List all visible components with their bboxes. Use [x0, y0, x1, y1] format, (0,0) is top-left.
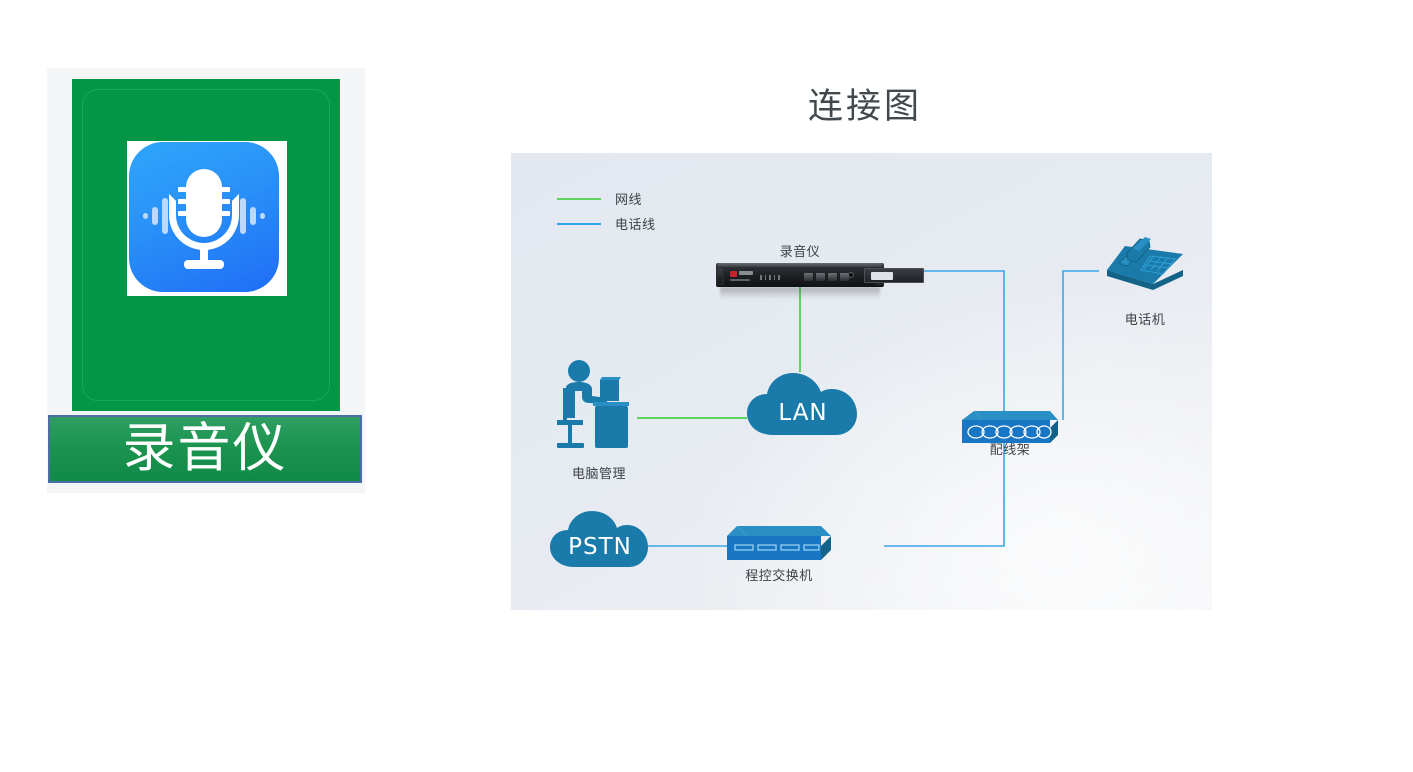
waveform-bar	[143, 213, 148, 219]
waveform-bar	[152, 207, 158, 225]
lan-cloud-icon[interactable]: LAN	[745, 369, 861, 437]
mic-grille-line	[178, 187, 230, 192]
desk-phone-icon[interactable]	[1103, 236, 1187, 298]
patch-panel-icon[interactable]	[960, 409, 1060, 447]
node-label-pbx: 程控交换机	[745, 568, 813, 583]
node-label-telephone: 电话机	[1124, 312, 1166, 327]
pstn-cloud-icon[interactable]: PSTN	[548, 507, 652, 569]
mic-base	[184, 260, 224, 269]
product-name-text: 录音仪	[122, 419, 288, 478]
legend-label-network-cable: 网线	[615, 192, 643, 207]
node-label-pc-admin: 电脑管理	[571, 466, 626, 481]
legend: 网线 电话线	[557, 186, 656, 236]
product-name-banner[interactable]: 录音仪	[48, 415, 362, 483]
person-at-computer-icon[interactable]	[553, 358, 645, 458]
pbx-switch-icon[interactable]	[725, 524, 833, 564]
node-label-patch-panel: 配线架	[989, 442, 1031, 457]
pstn-cloud-label: PSTN	[568, 534, 632, 560]
legend-item-telephone-cable: 电话线	[557, 211, 656, 236]
waveform-bar	[162, 198, 168, 234]
microphone-icon	[129, 142, 279, 292]
product-image-frame	[72, 79, 340, 411]
connection-wires	[637, 270, 1099, 547]
legend-item-network-cable: 网线	[557, 186, 656, 211]
wire-recorder-to-patchpanel	[882, 270, 1005, 420]
legend-swatch-network-cable	[557, 197, 601, 200]
lan-cloud-label: LAN	[778, 400, 828, 426]
legend-label-telephone-cable: 电话线	[615, 217, 656, 232]
diagram-title: 连接图	[807, 87, 922, 127]
connection-diagram-panel: 网线 电话线 录音仪 LAN	[511, 153, 1212, 610]
frame-inner-border	[82, 89, 330, 401]
product-card[interactable]: 录音仪	[47, 68, 365, 493]
waveform-bar	[250, 207, 256, 225]
waveform-bar	[260, 213, 265, 219]
wire-patchpanel-to-pbx	[884, 441, 1005, 547]
rack-recorder-icon[interactable]	[716, 263, 924, 299]
mic-cradle	[169, 194, 239, 250]
legend-swatch-telephone-cable	[557, 222, 601, 225]
wire-telephone-to-patchpanel	[1062, 270, 1099, 420]
node-label-recorder: 录音仪	[779, 244, 821, 259]
waveform-bar	[240, 198, 246, 234]
mic-stem	[200, 246, 208, 262]
